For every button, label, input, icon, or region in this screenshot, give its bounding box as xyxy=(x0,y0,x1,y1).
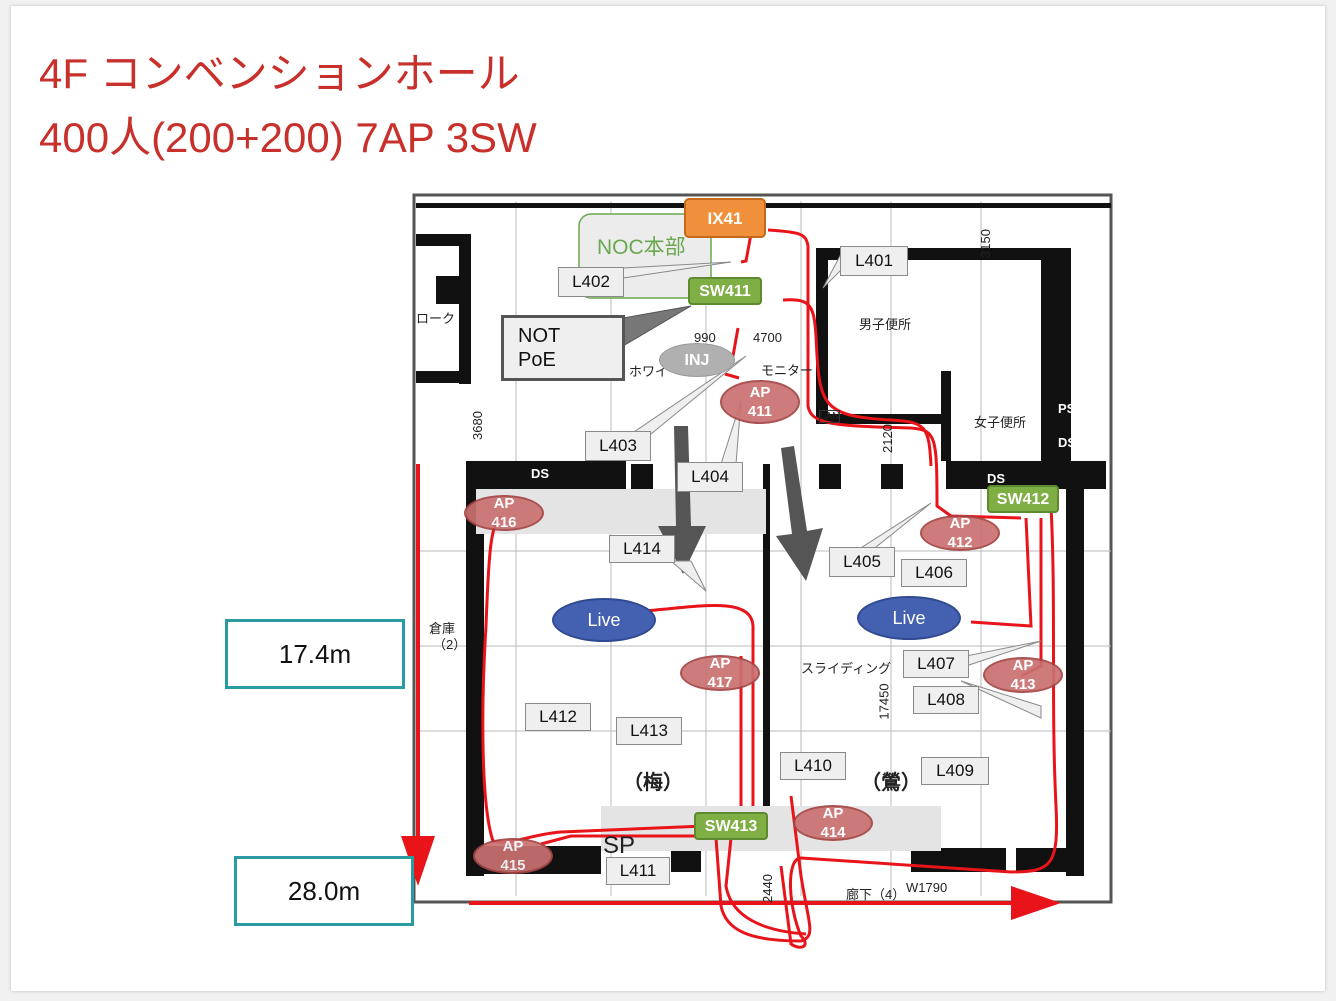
ap-number: 411 xyxy=(747,403,773,420)
cable-label-l409: L409 xyxy=(921,757,989,785)
ap-number: 413 xyxy=(1010,676,1036,693)
storage-number: （2） xyxy=(433,637,467,652)
room-east-label: （鶯） xyxy=(861,772,921,794)
cable-label-l403: L403 xyxy=(585,431,651,461)
cable-label-l406: L406 xyxy=(901,559,967,587)
ap-label: AP xyxy=(949,515,971,532)
poe-injector[interactable]: INJ xyxy=(659,343,735,377)
monitor-label: モニター xyxy=(761,363,814,378)
whiteboard-label: ホワイ xyxy=(629,364,669,379)
cable-label-l411: L411 xyxy=(606,857,670,885)
ap-label: AP xyxy=(1012,657,1034,674)
height-dimension: 17.4m xyxy=(225,619,405,689)
dimension-arrows xyxy=(401,464,1061,920)
ap-number: 415 xyxy=(500,857,526,874)
womens-restroom-label: 女子便所 xyxy=(974,415,1027,430)
live-stream-east[interactable]: Live xyxy=(857,596,961,640)
ds-label: DS xyxy=(987,471,1006,486)
plan-frame xyxy=(412,193,1113,904)
ap-label: AP xyxy=(502,838,524,855)
slide: 4F コンベンションホール 400人(200+200) 7AP 3SW xyxy=(11,6,1325,991)
cable-label-l404: L404 xyxy=(677,462,743,492)
access-point-413[interactable]: AP 413 xyxy=(983,657,1063,693)
access-point-412[interactable]: AP 412 xyxy=(920,515,1000,551)
dimension-2440: 2440 xyxy=(759,874,775,903)
access-point-414[interactable]: AP 414 xyxy=(793,805,873,841)
live-stream-west[interactable]: Live xyxy=(552,598,656,642)
switch-sw413[interactable]: SW413 xyxy=(694,812,768,840)
ps-label: PS xyxy=(1058,401,1076,416)
cable-label-l407: L407 xyxy=(903,650,969,678)
ap-label: AP xyxy=(493,495,515,512)
corridor-label: 廊下（4） xyxy=(846,887,906,902)
dimension-990: 990 xyxy=(694,330,716,345)
storage-label: 倉庫 xyxy=(429,621,456,636)
dimension-2120: 2120 xyxy=(879,424,895,453)
speaker-label: SP xyxy=(603,832,636,859)
not-poe-note: NOT PoE xyxy=(501,315,625,381)
sliding-wall-label: スライディング xyxy=(801,661,892,676)
ds-label: DS xyxy=(531,466,550,481)
access-point-416[interactable]: AP 416 xyxy=(464,495,544,531)
cable-label-l408: L408 xyxy=(913,686,979,714)
ap-number: 414 xyxy=(820,824,846,841)
ap-label: AP xyxy=(749,384,771,401)
floor-plan xyxy=(401,193,1113,949)
ap-label: AP xyxy=(822,805,844,822)
ap-number: 412 xyxy=(947,534,973,551)
mens-restroom-label: 男子便所 xyxy=(859,317,912,332)
cable-label-l413: L413 xyxy=(616,717,682,745)
lan-port-label: LAN xyxy=(819,410,841,423)
dimension-17450: 17450 xyxy=(876,683,892,720)
slide-subtitle: 400人(200+200) 7AP 3SW xyxy=(39,114,537,161)
noc-label: NOC本部 xyxy=(597,236,686,259)
dimension-3680: 3680 xyxy=(469,411,485,440)
ds-label: DS xyxy=(1058,435,1077,450)
ap-label: AP xyxy=(709,655,731,672)
not-poe-line1: NOT xyxy=(518,325,561,347)
cable-label-l410: L410 xyxy=(780,752,846,780)
dimension-4700: 4700 xyxy=(753,330,782,345)
cable-label-l402: L402 xyxy=(558,267,624,297)
door-width-label: W1790 xyxy=(906,880,948,895)
access-point-415[interactable]: AP 415 xyxy=(473,838,553,874)
cable-label-l414: L414 xyxy=(609,535,675,563)
slide-title: 4F コンベンションホール xyxy=(39,50,520,97)
dimension-3150: 3150 xyxy=(977,229,993,258)
switch-sw411[interactable]: SW411 xyxy=(688,277,762,305)
access-point-411[interactable]: AP 411 xyxy=(720,380,800,424)
not-poe-line2: PoE xyxy=(518,349,556,371)
cloak-label: ローク xyxy=(416,311,456,326)
ap-number: 417 xyxy=(707,674,733,691)
router-ix41[interactable]: IX41 xyxy=(684,198,766,238)
room-west-label: （梅） xyxy=(623,772,683,794)
cable-label-l405: L405 xyxy=(829,547,895,577)
switch-sw412[interactable]: SW412 xyxy=(987,485,1059,513)
cable-label-l412: L412 xyxy=(525,703,591,731)
ap-number: 416 xyxy=(491,514,517,531)
width-dimension: 28.0m xyxy=(234,856,414,926)
access-point-417[interactable]: AP 417 xyxy=(680,655,760,691)
cable-label-l401: L401 xyxy=(840,246,908,276)
callout-pointers xyxy=(622,253,1042,719)
